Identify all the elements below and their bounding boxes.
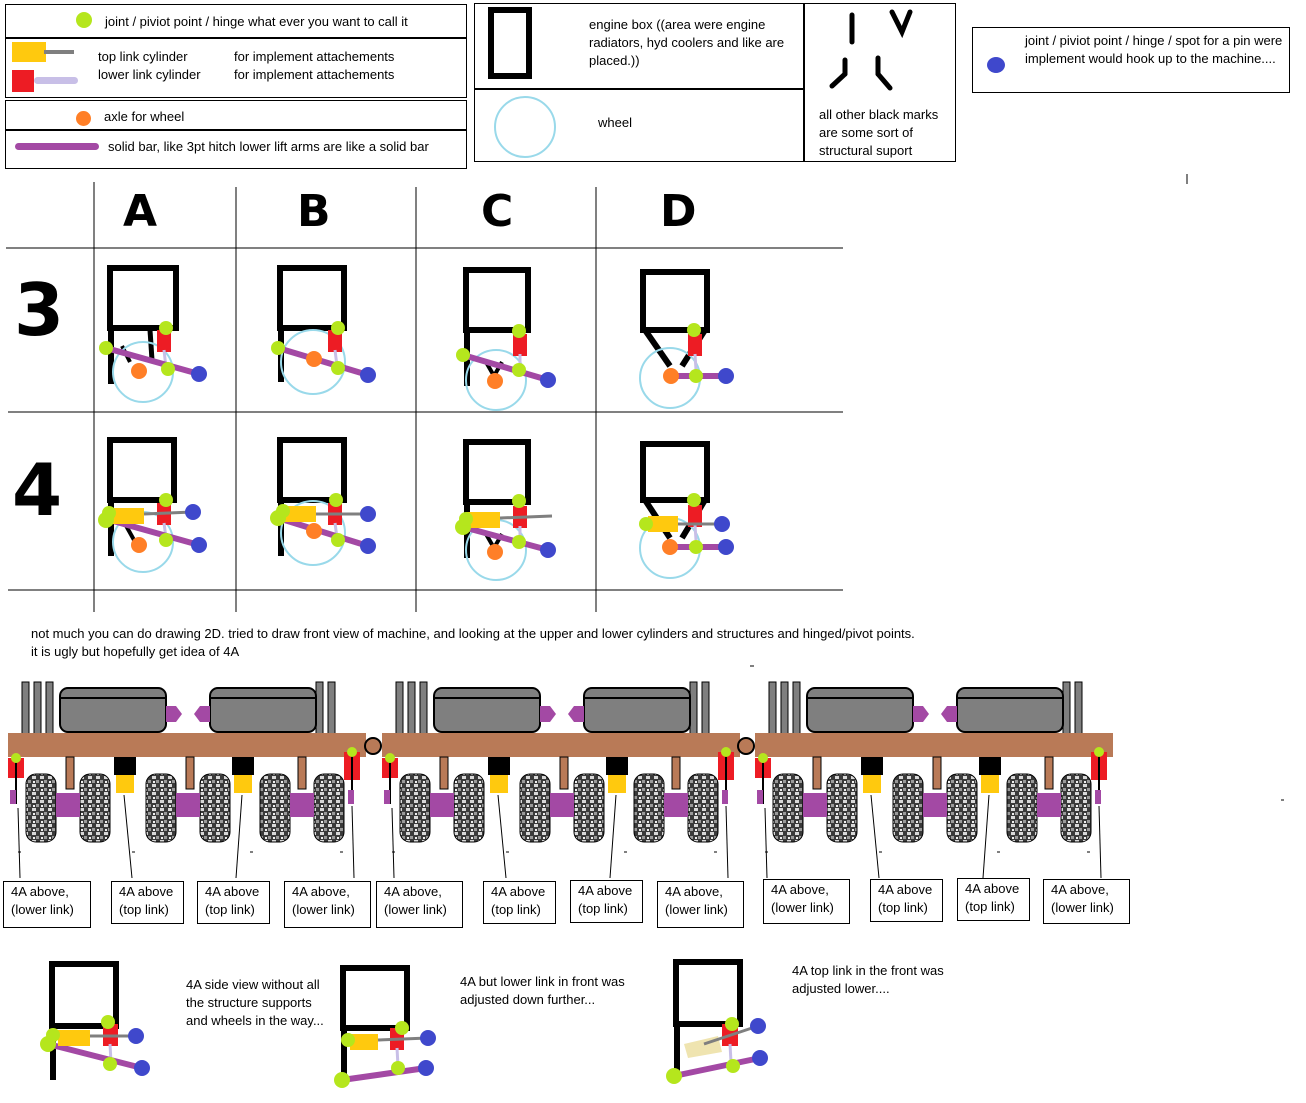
- caption-5: 4A above, (lower link): [376, 881, 463, 928]
- front-module-2: [382, 681, 740, 879]
- cell-3a: [99, 265, 207, 403]
- caption-11: 4A above (top link): [957, 878, 1030, 921]
- front-module-3: [755, 681, 1113, 879]
- legend-lower-link-label: lower link cylinder: [98, 67, 201, 82]
- caption-10: 4A above (top link): [870, 879, 943, 922]
- column-header-c: C: [481, 186, 514, 237]
- legend-bar-box: [5, 130, 467, 169]
- pin-swatch: [987, 57, 1005, 73]
- legend-top-link-label: top link cylinder: [98, 49, 188, 64]
- engine-box-icon: [488, 7, 532, 79]
- solid-bar-swatch: [15, 143, 99, 150]
- side-view-note-1: 4A side view without all the structure s…: [186, 977, 324, 1028]
- legend-implement-label-2: for implement attachements: [234, 67, 395, 82]
- legend-pin-label: joint / piviot point / hinge / spot for …: [1025, 33, 1283, 66]
- side-view-2: [334, 965, 436, 1088]
- legend-implement-label-1: for implement attachements: [234, 49, 395, 64]
- caption-3: 4A above (top link): [197, 881, 270, 924]
- lower-link-rod: [34, 77, 78, 84]
- axle-swatch: [76, 111, 91, 126]
- note-line-1: not much you can do drawing 2D. tried to…: [31, 626, 915, 641]
- caption-4: 4A above, (lower link): [284, 881, 371, 928]
- joint-swatch: [76, 12, 92, 28]
- legend-axle-label: axle for wheel: [104, 109, 185, 124]
- side-view-note-3: 4A top link in the front was adjusted lo…: [792, 963, 944, 996]
- coupler-ring-2: [737, 737, 755, 755]
- column-header-d: D: [660, 186, 697, 237]
- wheel-icon: [494, 96, 556, 158]
- side-view-note-2: 4A but lower link in front was adjusted …: [460, 974, 625, 1007]
- caption-12: 4A above, (lower link): [1043, 879, 1130, 924]
- legend-structural-label: all other black marks are some sort of s…: [819, 107, 939, 158]
- row-header-4: 4: [12, 448, 63, 532]
- front-module-1: [8, 681, 366, 879]
- coupler-ring-1: [364, 737, 382, 755]
- cell-3b: [271, 265, 376, 395]
- cell-4a: [98, 437, 207, 573]
- cell-4d: [639, 441, 734, 579]
- legend-pin-box: [972, 27, 1290, 93]
- caption-9: 4A above, (lower link): [763, 879, 850, 924]
- row-header-3: 3: [14, 268, 65, 352]
- legend-engine-label: engine box ((area were engine radiators,…: [589, 17, 785, 68]
- side-view-1: [40, 961, 150, 1080]
- caption-6: 4A above (top link): [483, 881, 556, 924]
- legend-wheel-label: wheel: [598, 115, 632, 130]
- caption-7: 4A above (top link): [570, 880, 643, 923]
- cell-3d: [639, 269, 734, 409]
- cell-4c: [455, 439, 556, 581]
- caption-1: 4A above, (lower link): [3, 881, 91, 928]
- column-header-b: B: [297, 186, 331, 237]
- side-view-3: [666, 959, 768, 1084]
- top-link-rod: [44, 50, 74, 54]
- note-line-2: it is ugly but hopefully get idea of 4A: [31, 644, 240, 659]
- caption-2: 4A above (top link): [111, 881, 184, 924]
- legend-joint-label: joint / piviot point / hinge what ever y…: [105, 14, 408, 29]
- legend-solid-bar-label: solid bar, like 3pt hitch lower lift arm…: [108, 139, 429, 154]
- legend-cylinder-box: [5, 38, 467, 98]
- lower-link-swatch: [12, 70, 34, 92]
- caption-8: 4A above, (lower link): [657, 881, 744, 928]
- cell-3c: [456, 267, 556, 411]
- top-link-swatch: [12, 42, 46, 62]
- column-header-a: A: [123, 186, 158, 237]
- cell-4b: [270, 437, 376, 566]
